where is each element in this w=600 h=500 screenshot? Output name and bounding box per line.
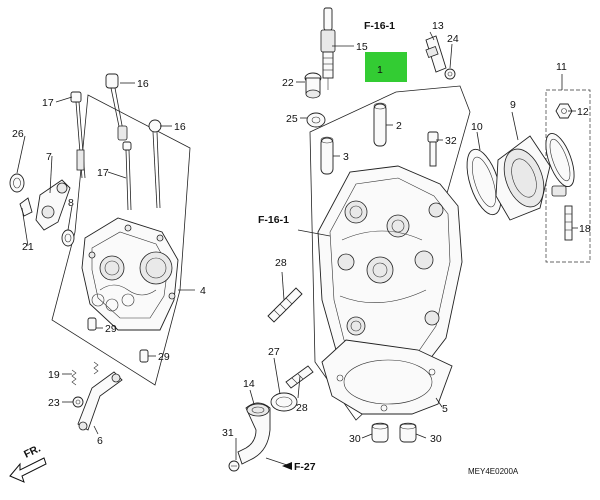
cylinder-head [317, 165, 463, 377]
callout-29-b: 29 [158, 351, 170, 363]
diagram-code: MEY4E0200A [468, 467, 519, 476]
shim-26 [9, 173, 25, 193]
callout-18: 18 [579, 223, 591, 235]
dowel-30-b [399, 422, 417, 443]
band-11 [545, 132, 575, 197]
callout-16-right: 16 [174, 121, 186, 133]
callout-15: 15 [356, 41, 368, 53]
water-pipe-14 [237, 402, 271, 465]
bolt-18 [564, 205, 573, 241]
spring-pin [93, 361, 99, 375]
callout-24: 24 [447, 33, 459, 45]
bolt-17-middle [122, 141, 132, 211]
callout-19: 19 [48, 369, 60, 381]
reference-f27: F-27 [294, 461, 316, 473]
front-direction-arrow-icon [9, 457, 47, 483]
callout-31: 31 [222, 427, 234, 439]
gasket-5 [321, 339, 453, 415]
front-label: FR. [22, 442, 43, 460]
dowel-30-a [371, 422, 389, 443]
callout-9: 9 [510, 99, 516, 111]
reference-f16-left: F-16-1 [258, 214, 289, 226]
bolt-31 [228, 460, 240, 472]
callout-14: 14 [243, 378, 255, 390]
part-21 [19, 197, 33, 217]
washer-24 [444, 68, 456, 80]
rocker-arm-7 [35, 179, 71, 231]
callout-27: 27 [268, 346, 280, 358]
f27-arrow-icon [282, 462, 292, 470]
dowel-29-b [139, 349, 149, 363]
callout-11: 11 [556, 61, 567, 73]
callout-13: 13 [432, 20, 444, 32]
part-8 [61, 229, 75, 247]
callout-25: 25 [286, 113, 298, 125]
callout-10: 10 [471, 121, 483, 133]
dowel-29-a [87, 317, 97, 331]
stud-28-left [267, 287, 303, 323]
bolt-16-right [148, 119, 162, 209]
callout-8: 8 [68, 197, 74, 209]
callout-1: 1 [377, 64, 383, 76]
callout-28-left: 28 [275, 257, 287, 269]
group-outline-11 [545, 89, 591, 263]
callout-16-top: 16 [137, 78, 149, 90]
nut-12 [555, 103, 573, 119]
callout-26: 26 [12, 128, 24, 140]
callout-30-b: 30 [430, 433, 442, 445]
callout-22: 22 [282, 77, 294, 89]
o-ring-27 [270, 392, 298, 412]
callout-17-left: 17 [42, 97, 54, 109]
sleeve-2 [373, 102, 387, 147]
callout-3: 3 [343, 151, 349, 163]
arm-6 [77, 371, 123, 431]
callout-21: 21 [22, 241, 34, 253]
washer-23 [72, 396, 84, 408]
insulator-9 [495, 135, 551, 221]
callout-2: 2 [396, 120, 402, 132]
spark-plug-15 [320, 7, 336, 90]
seal-25 [306, 112, 326, 128]
callout-4: 4 [200, 285, 206, 297]
spring-19 [71, 369, 77, 386]
stud-28-lower [285, 365, 314, 389]
stud-13 [425, 35, 447, 73]
bolt-17-left [70, 91, 86, 179]
callout-6: 6 [97, 435, 103, 447]
callout-17-middle: 17 [97, 167, 109, 179]
callout-12: 12 [577, 106, 589, 118]
sleeve-3 [320, 136, 334, 175]
callout-7: 7 [46, 151, 52, 163]
plug-22 [304, 72, 322, 99]
bolt-32 [427, 131, 439, 167]
callout-28-lower: 28 [296, 402, 308, 414]
callout-29-a: 29 [105, 323, 117, 335]
callout-30-a: 30 [349, 433, 361, 445]
callout-32: 32 [445, 135, 457, 147]
head-cover-assembly [81, 217, 179, 331]
callout-23: 23 [48, 397, 60, 409]
highlight-box [365, 52, 407, 82]
bolt-16-top [105, 73, 128, 141]
reference-f16-top: F-16-1 [364, 20, 395, 32]
callout-5: 5 [442, 403, 448, 415]
